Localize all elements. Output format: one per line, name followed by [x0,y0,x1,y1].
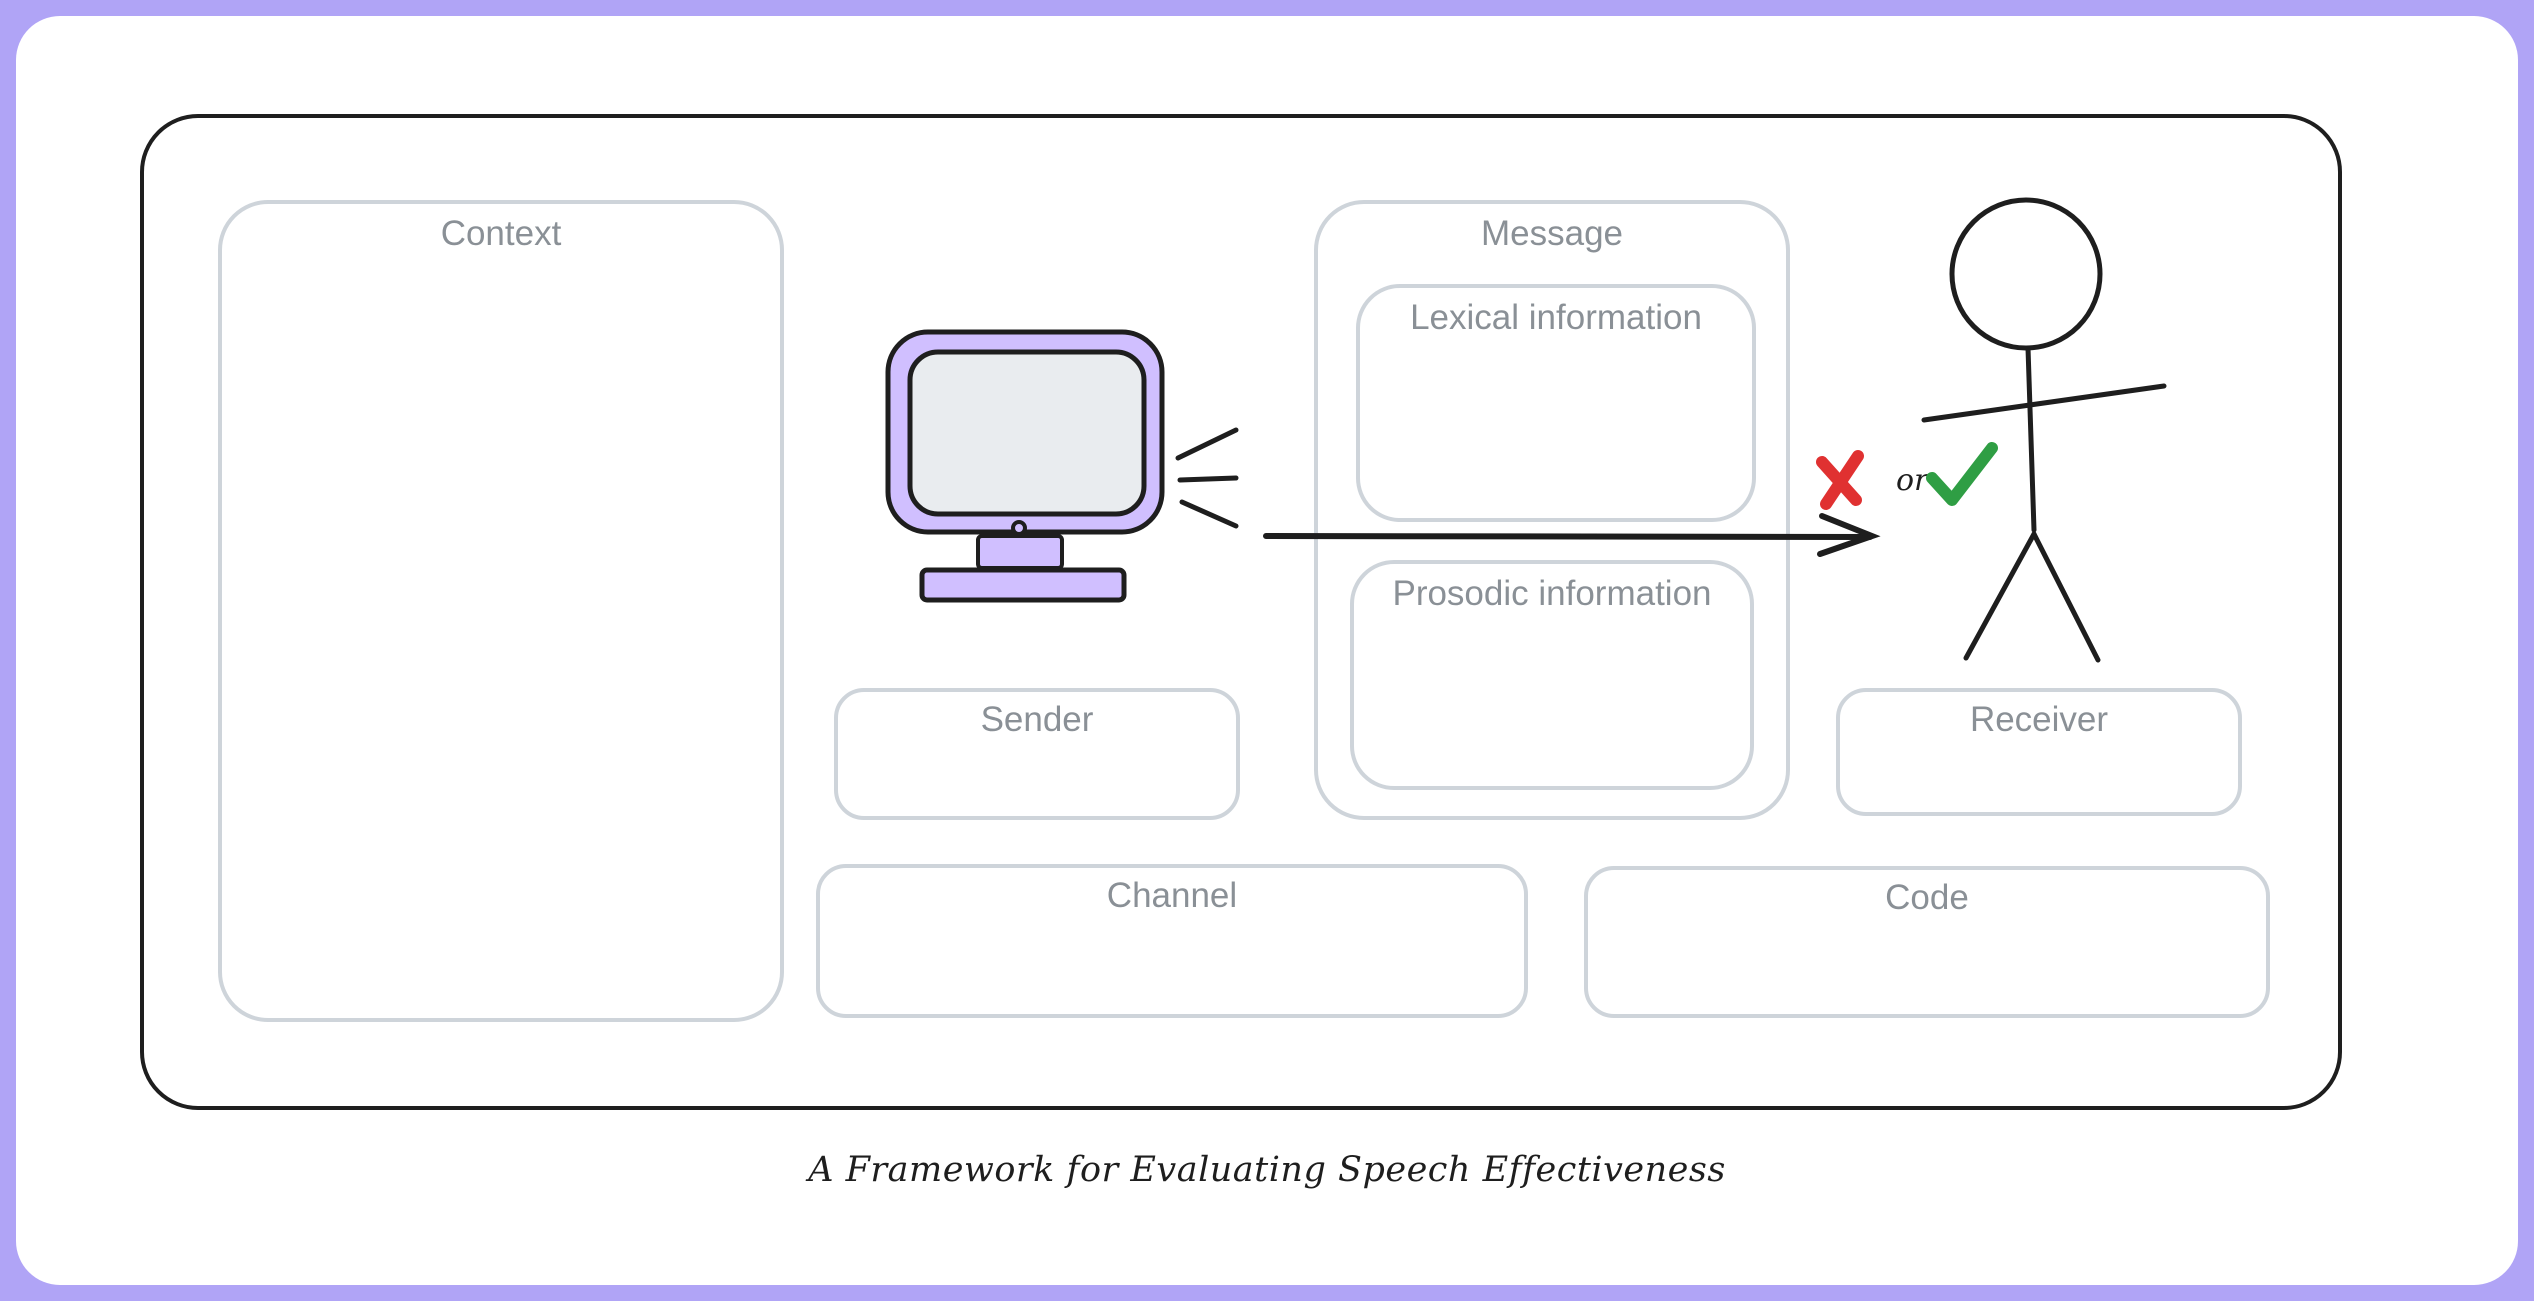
receiver-box: Receiver [1836,688,2242,816]
message-box: Message [1314,200,1790,820]
canvas-card [16,16,2518,1285]
receiver-label: Receiver [1969,700,2109,739]
context-label: Context [440,214,562,253]
arrow-right-icon [1263,513,1881,557]
sound-waves-icon [1175,427,1239,529]
or-connector: or [1896,463,1930,498]
context-box: Context [218,200,784,1022]
framework-frame [140,114,2342,1110]
lexical-information-label: Lexical information [1410,298,1702,337]
message-label: Message [1480,214,1624,253]
prosodic-information-label: Prosodic information [1392,574,1712,613]
computer-monitor-icon [885,329,1165,603]
sender-label: Sender [980,700,1094,739]
stick-figure-icon [1921,197,2167,663]
prosodic-information-box: Prosodic information [1350,560,1754,790]
channel-label: Channel [1106,876,1238,915]
check-icon [1926,442,1998,506]
cross-icon [1816,450,1864,510]
code-box: Code [1584,866,2270,1018]
code-label: Code [1885,878,1969,917]
sender-box: Sender [834,688,1240,820]
lexical-information-box: Lexical information [1356,284,1756,522]
diagram-caption: A Framework for Evaluating Speech Effect… [808,1150,1726,1190]
channel-box: Channel [816,864,1528,1018]
